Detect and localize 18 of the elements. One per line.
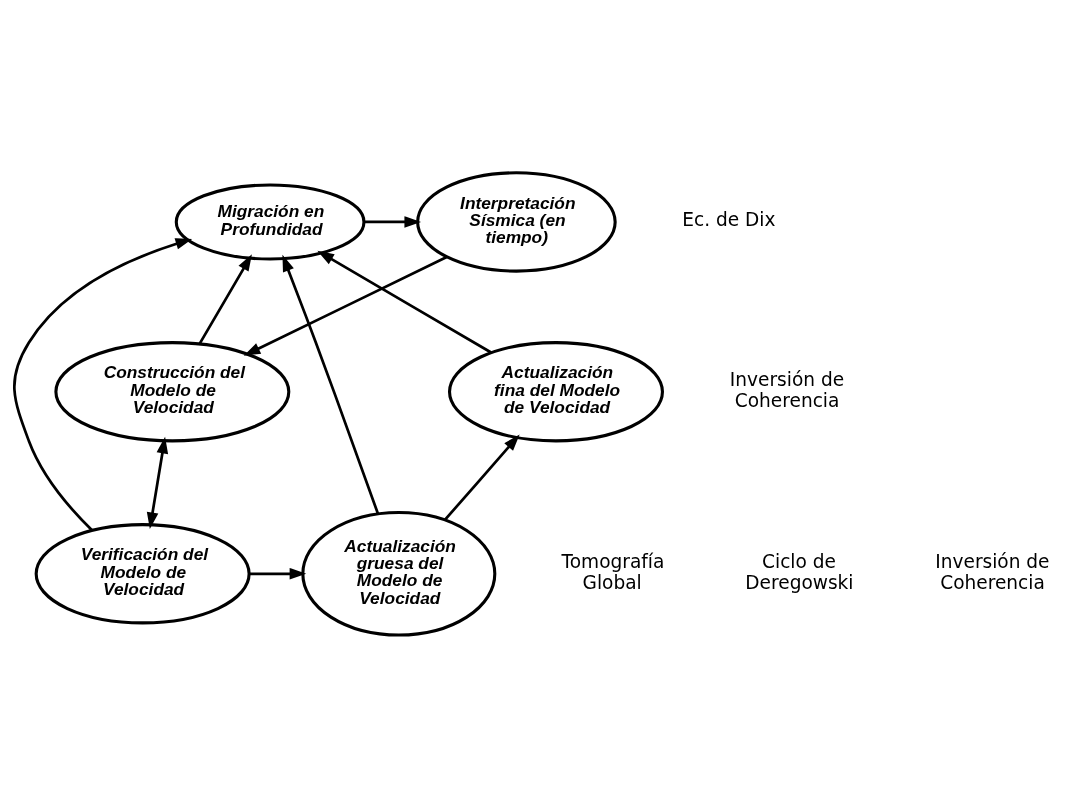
arrow: [363, 215, 422, 228]
node-ellipse: Actualización fina del Modelo de Velocidad: [447, 340, 664, 442]
arrow: [146, 436, 169, 529]
arrow: [13, 237, 193, 531]
arrow: [317, 250, 492, 354]
label: Inversión de Coherencia: [935, 550, 1050, 593]
label: Ec. de Dix: [682, 208, 776, 230]
arrow: [249, 567, 307, 580]
node-ellipse: Verificación del Modelo de Velocidad: [34, 522, 251, 624]
label: Ciclo de Deregowski: [745, 550, 854, 593]
label: Inversión de Coherencia: [729, 368, 845, 411]
node-ellipse: Actualización gruesa del Modelo de Velocidad: [301, 510, 497, 637]
label: Tomografía Global: [561, 550, 665, 593]
node-ellipse: Interpretación Sísmica (en tiempo): [416, 170, 617, 273]
arrow: [282, 254, 380, 514]
arrow: [243, 255, 448, 356]
arrow: [444, 434, 520, 521]
arrow: [198, 253, 252, 345]
